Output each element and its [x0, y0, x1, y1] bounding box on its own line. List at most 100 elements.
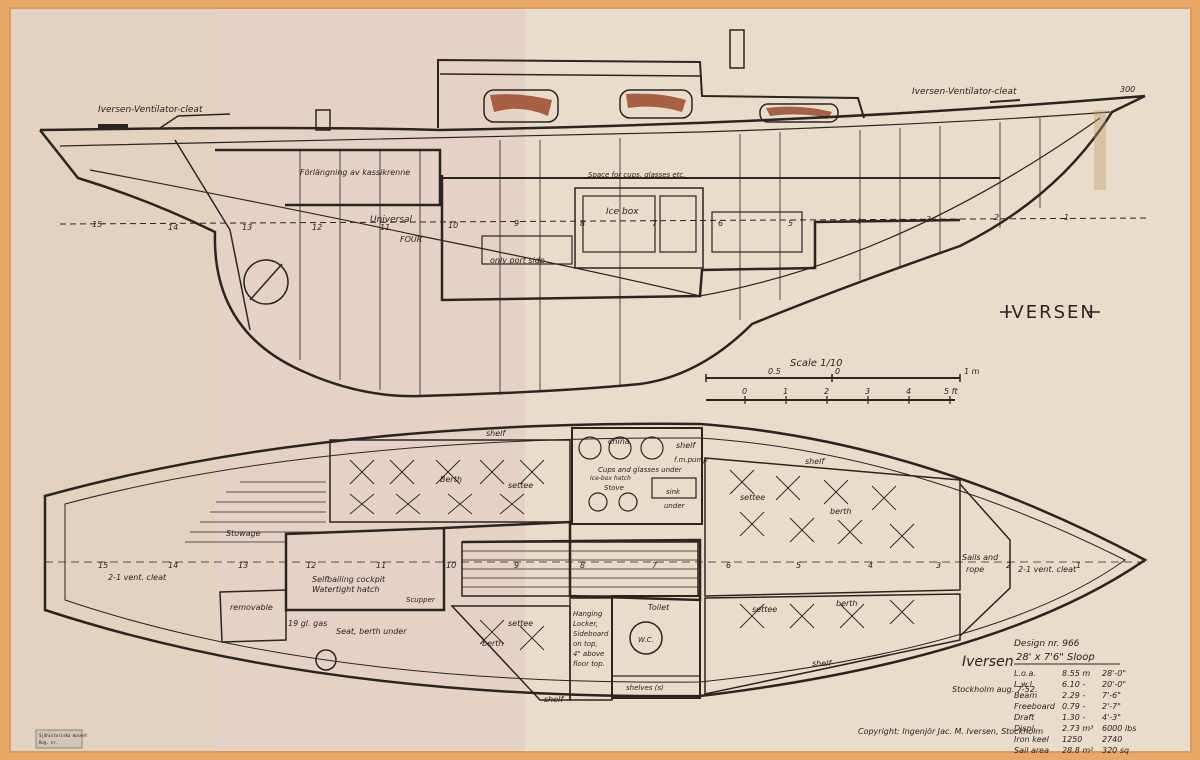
tiller-fitting-icon: [315, 649, 337, 671]
galley-pot: [608, 436, 632, 460]
plan-station: 7: [652, 561, 658, 570]
porthole-1: [483, 89, 559, 123]
plan-station: 13: [238, 561, 248, 570]
cabin-outline: [437, 58, 865, 128]
profile-station: 13: [242, 223, 252, 232]
stamp-line-2: Reg. nr.: [39, 740, 58, 745]
frames: [299, 118, 1041, 395]
profile-station: 15: [92, 220, 102, 229]
berth-label: berth: [482, 639, 504, 648]
space-label: Space for cups, glasses etc.: [588, 171, 686, 179]
porthole-1-stain: [490, 94, 552, 116]
rope-label: rope: [966, 565, 984, 574]
profile-station: 14: [168, 223, 178, 232]
scale-bottom-tick: 4: [906, 387, 911, 396]
stove-label: Stove: [604, 484, 624, 492]
shelves-label: shelves (s): [626, 684, 664, 692]
plan-station: 3: [936, 561, 941, 570]
profile-station: 4: [856, 217, 861, 226]
aft-berth: [450, 605, 571, 701]
shelf-label: shelf: [805, 457, 825, 466]
copyright-line: Copyright: Ingenjör Jac. M. Iversen, Sto…: [858, 727, 1043, 736]
spec-imperial: 320 sq: [1102, 746, 1129, 755]
hanging-label: on top,: [573, 640, 598, 648]
profile-station: 6: [718, 219, 723, 228]
vent-cleat-label: 2-1 vent. cleat: [1018, 565, 1077, 574]
removable-label: removable: [230, 603, 273, 612]
ice-box-outline: [574, 187, 704, 269]
deck-inner-line: [59, 111, 1111, 147]
profile-station: 10: [448, 221, 458, 230]
scale-top-tick: 1 m: [964, 367, 980, 376]
vent-cleat-label: 2-1 vent. cleat: [108, 573, 167, 582]
spec-label: L.o.a.: [1014, 669, 1036, 678]
sails-label: Sails and: [962, 553, 999, 562]
settee-label: settee: [508, 619, 533, 628]
spec-label: Sail area: [1014, 746, 1049, 755]
spec-imperial: 2740: [1102, 735, 1122, 744]
scale-bottom-tick: 0: [742, 387, 747, 396]
berth-label: berth: [836, 599, 858, 608]
spec-imperial: 4'-3": [1102, 713, 1121, 722]
profile-station: 2: [994, 213, 999, 222]
spec-metric: 1.30 -: [1062, 713, 1085, 722]
cockpit-label: Selfbailing cockpit: [312, 575, 386, 584]
plan-station: 5: [796, 561, 801, 570]
universal-sub-label: FOUR: [400, 235, 422, 244]
universal-label: Universal: [370, 215, 413, 225]
shelf-label: shelf: [812, 659, 832, 668]
plan-station: 9: [514, 561, 519, 570]
plan-station: 12: [306, 561, 316, 570]
spec-imperial: 6000 lbs: [1102, 724, 1136, 733]
hanging-label: Hanging: [573, 610, 603, 618]
spec-label: Iron keel: [1014, 735, 1050, 744]
spec-metric: 0.79 -: [1062, 702, 1085, 711]
load-waterline: [59, 217, 1151, 225]
plan-station: 1: [1076, 561, 1081, 570]
spec-label: Draft: [1014, 713, 1035, 722]
paper-left-panel: [10, 8, 215, 752]
ice-box-label: Ice box: [606, 207, 639, 217]
pump-label: f.m.pump: [674, 456, 708, 464]
profile-stations: 15 14 13 12 11 10 9 8 7 6 5 4 3 2 1: [92, 213, 1069, 232]
hatch-label: Watertight hatch: [312, 585, 380, 594]
cups-label: Cups and glasses under: [598, 466, 683, 474]
rudder-quadrant-arm: [249, 263, 283, 301]
profile-station: 5: [788, 219, 793, 228]
scale-top-tick: 0: [835, 367, 840, 376]
plan-labels: shelf shelf shelf shelf shelf china f.m.…: [108, 429, 1077, 704]
spec-imperial: 7'-6": [1102, 691, 1121, 700]
rudder-stock: [174, 139, 251, 331]
extension-label: Förlängning av kassikrenne: [300, 168, 410, 177]
spec-rows: L.o.a. 8.55 m 28'-0" L.w.l. 6.10 - 20'-0…: [1014, 669, 1136, 755]
galley-pot: [578, 436, 602, 460]
cleat-left-label: Iversen-Ventilator-cleat: [98, 105, 203, 115]
scale-title: Scale 1/10: [790, 358, 843, 369]
port-side-box: [481, 235, 573, 265]
plan-station: 10: [446, 561, 456, 570]
porthole-3-stain: [766, 106, 832, 118]
spec-label: Freeboard: [1014, 702, 1056, 711]
stamp-line-1: Sjöhistoriska museet: [39, 733, 88, 738]
only-port-label: only port side: [490, 256, 545, 265]
profile-station: 7: [652, 219, 658, 228]
hanging-label: 4" above: [573, 650, 604, 658]
cabin-roof-line: [439, 73, 701, 77]
logo-text: IVERSEN: [1004, 302, 1096, 323]
spec-imperial: 2'-7": [1102, 702, 1121, 711]
shelf-label: shelf: [676, 441, 696, 450]
porthole-2-stain: [626, 93, 686, 112]
profile-station: 3: [926, 215, 931, 224]
spec-metric: 8.55 m: [1062, 669, 1090, 678]
spec-metric: 28.8 m²: [1062, 746, 1094, 755]
museum-stamp: Sjöhistoriska museet Reg. nr.: [35, 729, 88, 749]
pulpit-left: [159, 113, 231, 129]
berth-label: Berth: [440, 475, 462, 484]
hanging-label: floor top.: [573, 660, 605, 668]
shelf-label: shelf: [544, 695, 564, 704]
ventilator-icon: [315, 109, 331, 131]
hull-outline: [39, 94, 1146, 398]
stowage-hatching: [185, 481, 326, 543]
spec-metric: 1250: [1062, 735, 1082, 744]
